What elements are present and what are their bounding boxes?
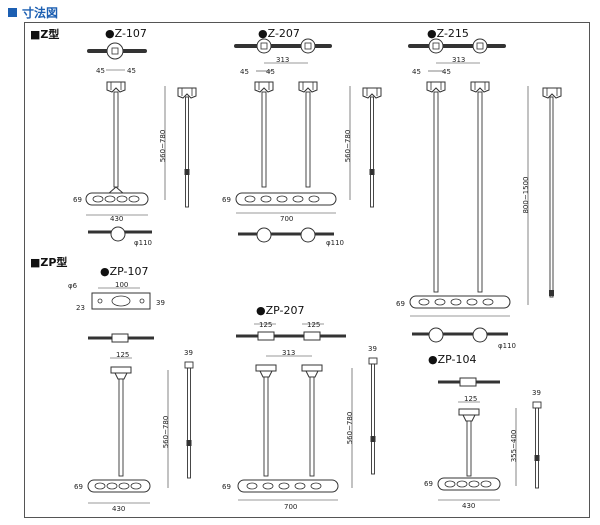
zp104-side-pole [535, 407, 539, 489]
z107-dim-pole: φ110 [134, 239, 152, 247]
zp107-dim-23: 23 [76, 304, 85, 312]
z215-dim-45b: 45 [442, 68, 451, 76]
z107-dim-height: 560~780 [159, 130, 167, 163]
model-z215: ●Z-215 313 45 45 800~1500 69 φ110 [396, 27, 562, 350]
model-zp207-name: ●ZP-207 [256, 304, 305, 317]
model-z207: ●Z-207 313 45 45 560~780 69 700 φ110 [222, 27, 382, 247]
zp104-dim-height: 355~400 [510, 430, 518, 463]
zp207-dim-125b: 125 [307, 321, 320, 329]
z207-dim-45a: 45 [240, 68, 249, 76]
z107-top-plate [87, 42, 147, 60]
zp207-dim-width: 700 [284, 503, 297, 511]
zp107-dim-69: 69 [74, 483, 83, 491]
zp207-dim-69: 69 [222, 483, 231, 491]
zp104-dim-width: 430 [462, 502, 475, 510]
model-z107: ●Z-107 45 45 560~780 69 430 φ110 [73, 27, 197, 247]
model-zp107: ●ZP-107 φ6 100 23 39 125 560~780 69 430 … [68, 265, 194, 513]
model-z207-name: ●Z-207 [258, 27, 300, 40]
z207-dim-height: 560~780 [344, 130, 352, 163]
zp104-dim-69: 69 [424, 480, 433, 488]
section-z-label: ■Z型 [30, 27, 59, 41]
z215-dim-69: 69 [396, 300, 405, 308]
z107-dim-45b: 45 [127, 67, 136, 75]
z215-side-pole [549, 96, 554, 298]
z215-dim-pole: φ110 [498, 342, 516, 350]
z207-dim-45b: 45 [266, 68, 275, 76]
model-zp107-name: ●ZP-107 [100, 265, 149, 278]
model-zp104: ●ZP-104 125 355~400 69 430 39 [424, 353, 542, 510]
zp107-dim-39: 39 [184, 349, 193, 357]
z207-side-pole [369, 96, 375, 208]
model-z215-name: ●Z-215 [427, 27, 469, 40]
z215-dim-height: 800~1500 [522, 176, 530, 213]
model-zp104-name: ●ZP-104 [428, 353, 477, 366]
z207-dim-width: 700 [280, 215, 293, 223]
model-z107-name: ●Z-107 [105, 27, 147, 40]
zp107-base-plate [91, 292, 151, 310]
zp107-dim-phi6: φ6 [68, 282, 78, 290]
zp107-side-pole [186, 367, 192, 479]
z107-dim-69: 69 [73, 196, 82, 204]
z215-dim-45a: 45 [412, 68, 421, 76]
z107-fork [106, 81, 126, 93]
z207-dim-69: 69 [222, 196, 231, 204]
zp107-dim-100: 100 [115, 281, 128, 289]
page-title: 寸法図 [22, 5, 59, 20]
zp207-dim-39: 39 [368, 345, 377, 353]
zp207-dim-313: 313 [282, 349, 295, 357]
zp207-side-pole [370, 363, 376, 475]
zp207-dim-height: 560~780 [346, 412, 354, 445]
z207-dim-313: 313 [276, 56, 289, 64]
zp207-dim-125a: 125 [259, 321, 272, 329]
zp104-dim-39: 39 [532, 389, 541, 397]
section-zp-label: ■ZP型 [30, 255, 67, 269]
z107-side-pole [184, 96, 190, 208]
model-zp207: ●ZP-207 125 125 313 560~780 69 700 39 [222, 304, 378, 511]
zp107-dim-39-side: 39 [156, 299, 165, 307]
zp107-dim-width: 430 [112, 505, 125, 513]
z215-dim-313: 313 [452, 56, 465, 64]
diagram-frame [24, 22, 590, 518]
zp107-dim-height: 560~780 [162, 416, 170, 449]
zp104-dim-125: 125 [464, 395, 477, 403]
zp107-dim-125: 125 [116, 351, 129, 359]
header-square-icon [8, 7, 17, 17]
z107-dim-width: 430 [110, 215, 123, 223]
header: 寸法図 [8, 4, 58, 20]
z207-dim-pole: φ110 [326, 239, 344, 247]
z107-dim-45a: 45 [96, 67, 105, 75]
